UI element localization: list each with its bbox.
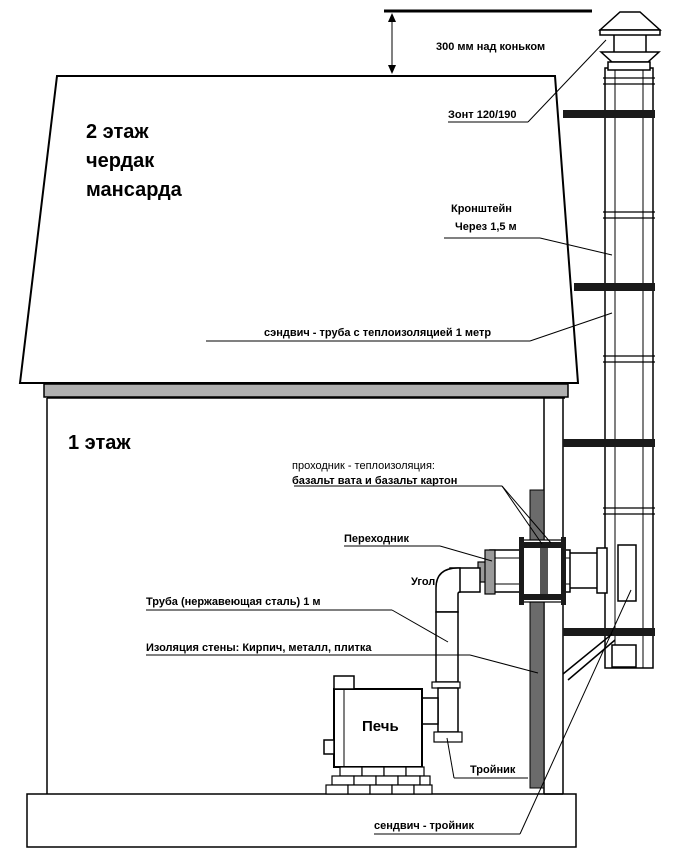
clearance-label: 300 мм над коньком: [436, 41, 545, 53]
stove-label: Печь: [362, 718, 399, 735]
floor2-label-line2: чердак: [86, 150, 155, 172]
passthrough-label-line2: базальт вата и базальт картон: [292, 475, 457, 487]
steel-pipe-label: Труба (нержавеющая сталь) 1 м: [146, 596, 321, 608]
wall-insulation-label: Изоляция стены: Кирпич, металл, плитка: [146, 642, 372, 654]
bracket-label-line2: Через 1,5 м: [455, 221, 517, 233]
stove-tee: [419, 687, 463, 743]
clearance-dimension: [384, 9, 592, 74]
sandwich-tee-branch: [564, 544, 637, 602]
steel-pipe: [431, 611, 461, 689]
elbow-label: Угол: [411, 576, 435, 588]
adapter-label: Переходник: [344, 533, 410, 545]
floor2-label-line3: мансарда: [86, 179, 183, 201]
chimney-brackets: [563, 110, 655, 636]
foundation: [26, 793, 577, 848]
stove-brick-base: [325, 766, 433, 795]
roof: [18, 75, 580, 384]
leader-lines: [146, 39, 632, 835]
rain-cap-label: Зонт 120/190: [448, 109, 516, 121]
passthrough-label-line1: проходник - теплоизоляция:: [292, 460, 435, 472]
sandwich-chimney: [603, 67, 655, 669]
wall-passthrough: [519, 537, 566, 605]
stove: [323, 675, 423, 768]
tee-label: Тройник: [470, 764, 516, 776]
floor1-label: 1 этаж: [68, 432, 131, 454]
rain-cap: [598, 11, 662, 71]
sandwich-pipe-label: сэндвич - труба с теплоизоляцией 1 метр: [264, 327, 491, 339]
elbow: [435, 567, 481, 613]
floor-slab: [43, 383, 569, 398]
adapter: [477, 549, 496, 595]
bracket-label-line1: Кронштейн: [451, 203, 512, 215]
floor2-label-line1: 2 этаж: [86, 121, 149, 143]
wall-insulation-panel: [529, 489, 545, 789]
bracket-struts: [562, 633, 616, 681]
sandwich-tee-label: сендвич - тройник: [374, 820, 475, 832]
